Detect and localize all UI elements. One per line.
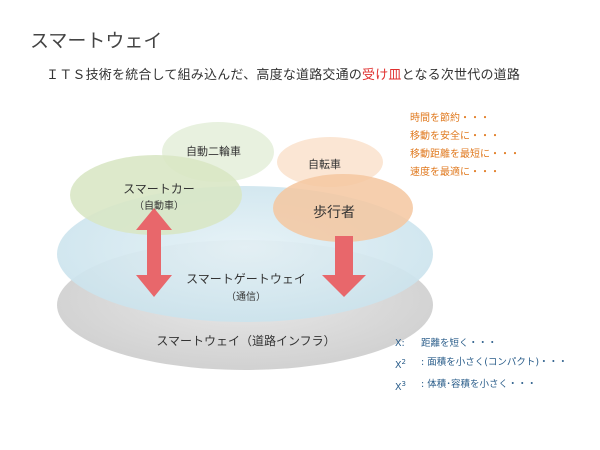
dimension-key: X2 bbox=[395, 358, 406, 372]
subtitle-before: ＩＴＳ技術を統合して組み込んだ、高度な道路交通の bbox=[46, 68, 363, 83]
dimension-text: : 体積･容積を小さく・・・ bbox=[421, 379, 537, 391]
dimension-key: X: bbox=[395, 338, 405, 349]
gateway-label: スマートゲートウェイ bbox=[186, 272, 306, 286]
dimension-text: : 面積を小さく(コンパクト)・・・ bbox=[421, 357, 568, 368]
benefit-note: 速度を最適に・・・ bbox=[410, 167, 500, 178]
dimension-text: 距離を短く・・・ bbox=[421, 338, 498, 349]
benefit-notes: 時間を節約・・・ 移動を安全に・・・ 移動距離を最短に・・・ 速度を最適に・・・ bbox=[410, 110, 520, 182]
subtitle-highlight: 受け皿 bbox=[362, 68, 402, 83]
bicycle-label: 自転車 bbox=[308, 158, 341, 171]
pedestrian-label: 歩行者 bbox=[313, 205, 355, 221]
pedestrian-circle bbox=[273, 174, 413, 242]
dimension-note: X3 : 体積･容積を小さく・・・ bbox=[395, 375, 568, 397]
benefit-note: 移動を安全に・・・ bbox=[410, 131, 500, 142]
smartway-label: スマートウェイ（道路インフラ） bbox=[156, 334, 336, 348]
gateway-sub-label: （通信） bbox=[226, 292, 266, 303]
smartcar-label: スマートカー bbox=[123, 182, 195, 196]
pedestrian-arrow-icon bbox=[322, 236, 366, 297]
page-subtitle: ＩＴＳ技術を統合して組み込んだ、高度な道路交通の受け皿となる次世代の道路 bbox=[46, 64, 520, 83]
dimension-note: X2 : 面積を小さく(コンパクト)・・・ bbox=[395, 353, 568, 375]
dimension-notes: X: 距離を短く・・・ X2 : 面積を小さく(コンパクト)・・・ X3 : 体… bbox=[395, 334, 568, 397]
smartcar-sub-label: （自動車） bbox=[134, 201, 184, 212]
subtitle-after: となる次世代の道路 bbox=[401, 68, 521, 83]
benefit-note: 移動距離を最短に・・・ bbox=[410, 149, 520, 160]
page-title: スマートウェイ bbox=[30, 30, 163, 52]
bicycle-circle bbox=[277, 137, 383, 187]
motorcycle-label: 自動二輪車 bbox=[186, 145, 241, 158]
benefit-note: 時間を節約・・・ bbox=[410, 113, 490, 124]
dimension-note: X: 距離を短く・・・ bbox=[395, 334, 568, 353]
dimension-key: X3 bbox=[395, 380, 406, 394]
smartcar-circle bbox=[70, 155, 242, 235]
smartcar-arrow-icon bbox=[136, 208, 172, 297]
